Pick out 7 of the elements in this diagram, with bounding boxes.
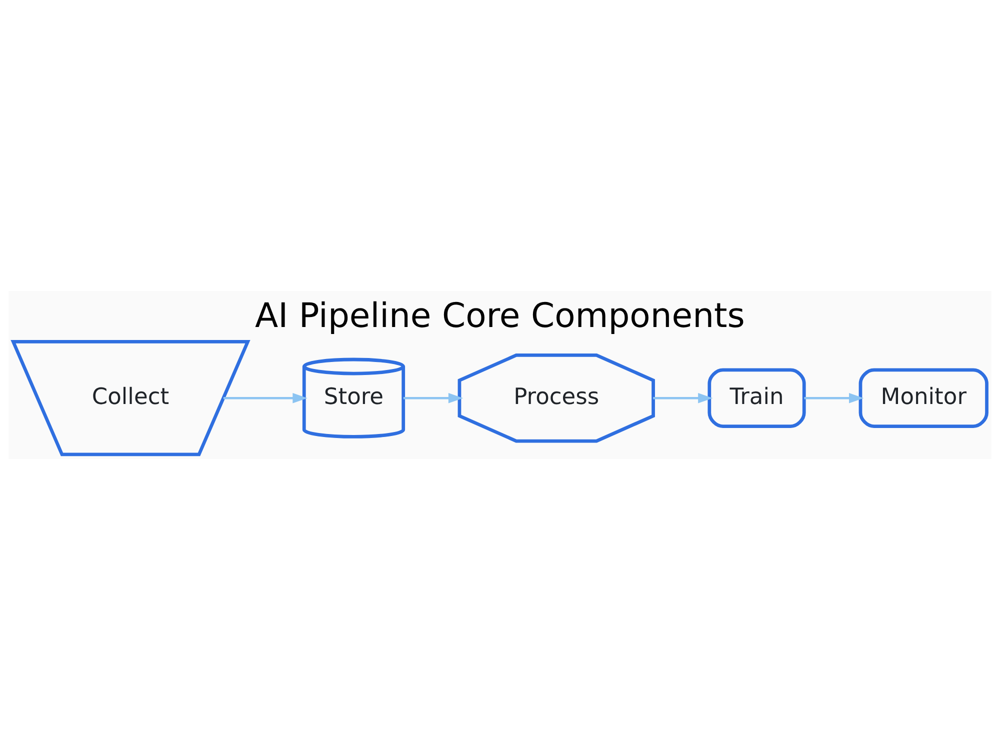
diagram-title: AI Pipeline Core Components	[255, 296, 745, 336]
arrow	[403, 392, 464, 404]
arrow	[804, 392, 864, 404]
arrow	[653, 392, 713, 404]
node-box: Monitor	[858, 368, 988, 428]
node-box: Train	[708, 368, 806, 428]
arrow	[223, 392, 308, 404]
